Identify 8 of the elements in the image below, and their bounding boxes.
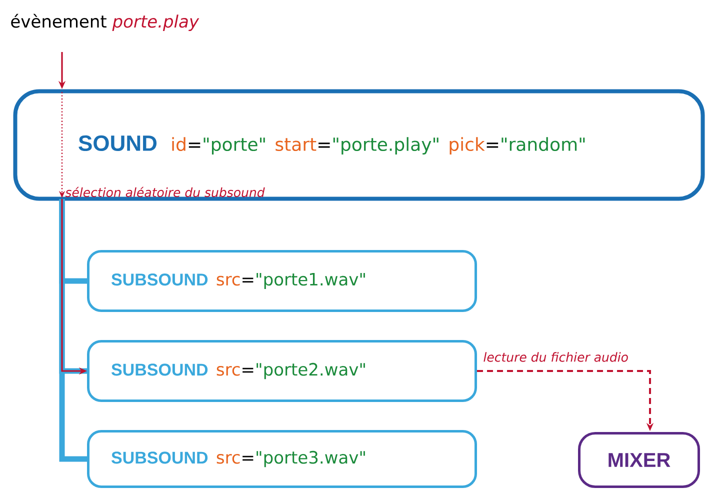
edge-label: sélection aléatoire du subsound <box>65 186 265 198</box>
event-label: évènement porte.play <box>11 14 200 32</box>
connector-line <box>59 199 87 462</box>
edge-label: lecture du fichier audio <box>484 352 628 362</box>
subsound-box: SUBSOUND src = "porte2.wav" <box>87 340 477 402</box>
subsound-box: SUBSOUND src = "porte3.wav" <box>87 430 477 488</box>
mixer-box: MIXER <box>578 432 700 488</box>
subsound-box: SUBSOUND src = "porte1.wav" <box>87 250 477 312</box>
